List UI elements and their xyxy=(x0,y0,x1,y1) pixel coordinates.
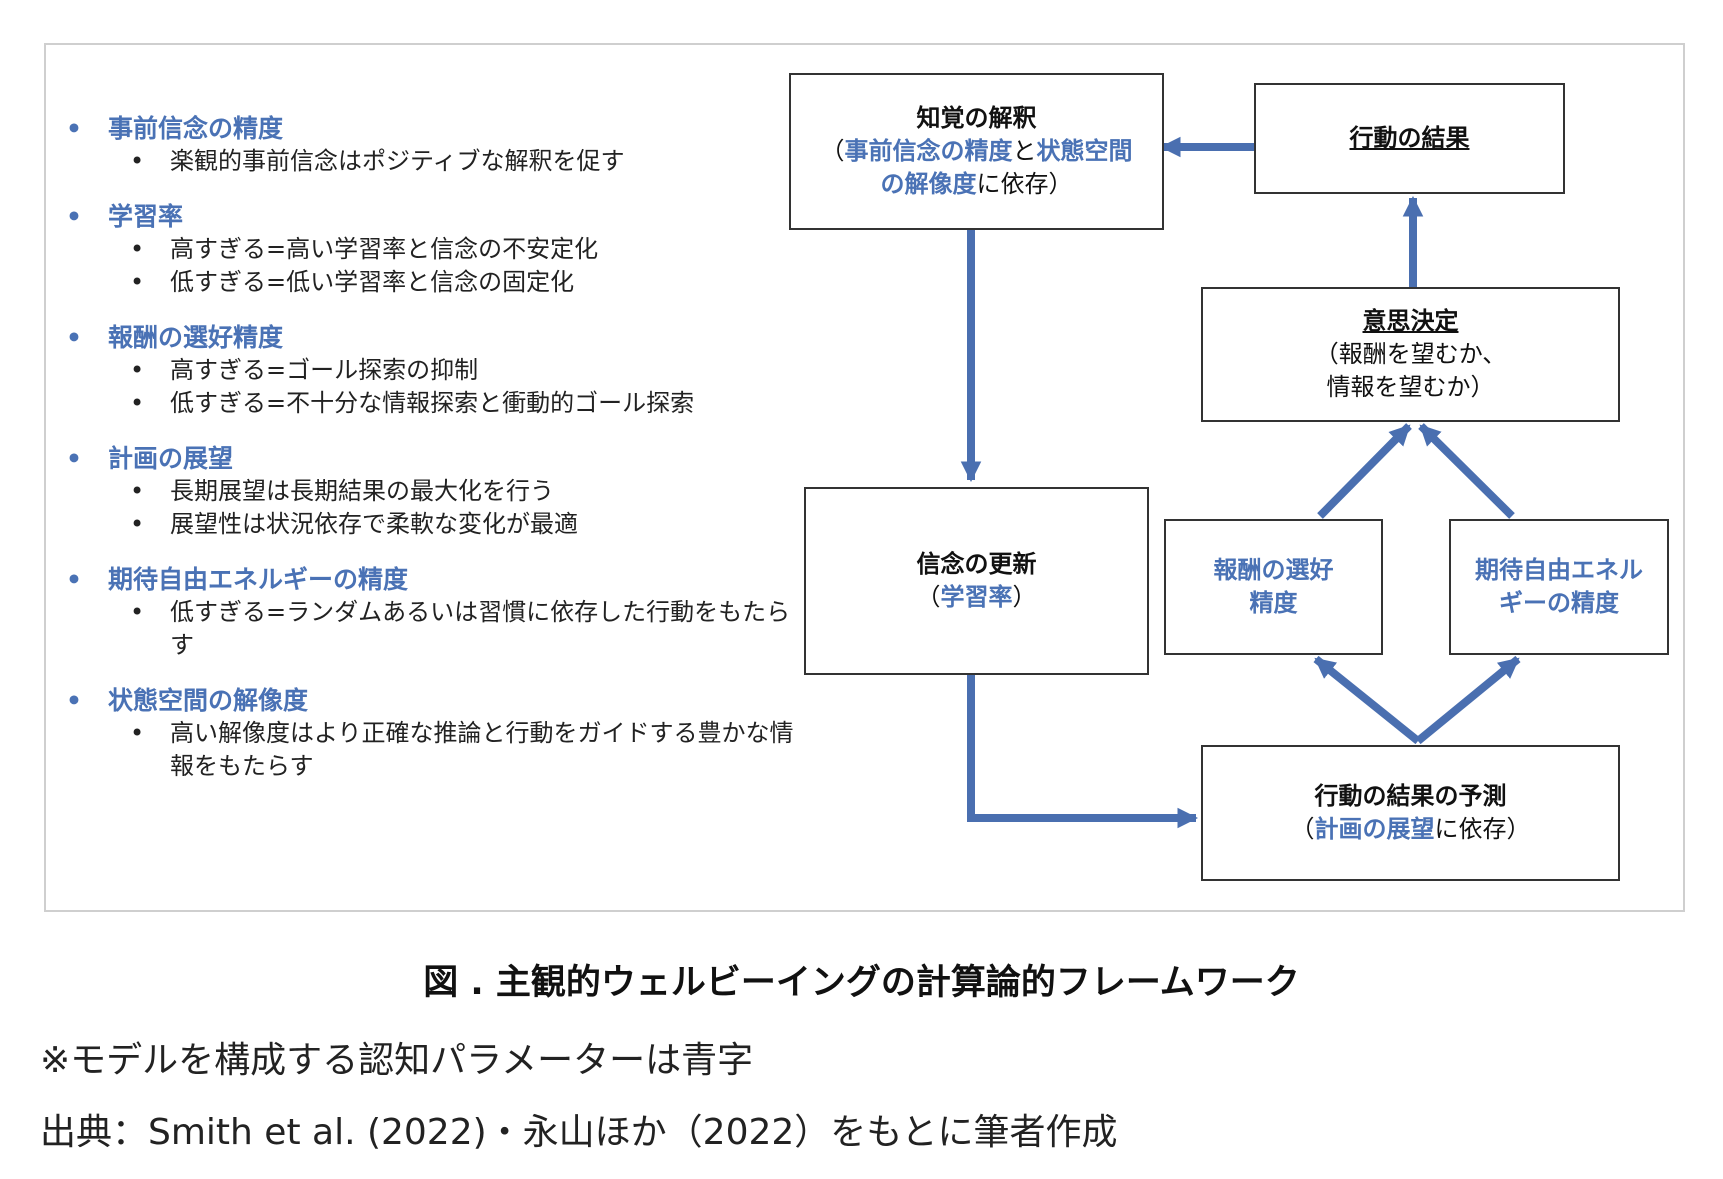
belief-open: （ xyxy=(916,583,941,611)
param-category: 期待自由エネルギーの精度低すぎる=ランダムあるいは習慣に依存した行動をもたらす xyxy=(64,563,804,662)
node-efe-precision: 期待自由エネルギーの精度 xyxy=(1449,519,1669,655)
source-note: 出典：Smith et al. (2022)・永山ほか（2022）をもとに筆者作… xyxy=(40,1112,1118,1153)
color-note: ※モデルを構成する認知パラメーターは青字 xyxy=(40,1040,754,1081)
perception-title: 知覚の解釈 xyxy=(916,104,1037,132)
prediction-title: 行動の結果の予測 xyxy=(1314,782,1507,810)
perception-mid: と xyxy=(1012,137,1037,165)
param-category-title: 計画の展望 xyxy=(64,442,804,475)
param-category-title: 事前信念の精度 xyxy=(64,112,804,145)
param-description: 低すぎる=不十分な情報探索と衝動的ゴール探索 xyxy=(64,387,804,420)
param-category: 計画の展望長期展望は長期結果の最大化を行う展望性は状況依存で柔軟な変化が最適 xyxy=(64,442,804,541)
belief-param: 学習率 xyxy=(940,583,1013,611)
param-description: 長期展望は長期結果の最大化を行う xyxy=(64,475,804,508)
param-category-title: 期待自由エネルギーの精度 xyxy=(64,563,804,596)
decision-line1: （報酬を望むか、 xyxy=(1314,340,1507,368)
param-category: 事前信念の精度楽観的事前信念はポジティブな解釈を促す xyxy=(64,112,804,178)
param-description: 高すぎる=高い学習率と信念の不安定化 xyxy=(64,233,804,266)
node-reward-precision: 報酬の選好精度 xyxy=(1164,519,1383,655)
belief-title: 信念の更新 xyxy=(916,550,1037,578)
perception-open: （ xyxy=(820,137,845,165)
arrow-prediction-to-reward xyxy=(1313,655,1421,745)
efe-precision-label: 期待自由エネルギーの精度 xyxy=(1475,556,1643,617)
param-category-title: 状態空間の解像度 xyxy=(64,684,804,717)
node-belief: 信念の更新 （学習率） xyxy=(804,487,1149,675)
node-decision: 意思決定 （報酬を望むか、 情報を望むか） xyxy=(1201,287,1620,422)
node-prediction: 行動の結果の予測 （計画の展望に依存） xyxy=(1201,745,1620,881)
param-description: 高すぎる=ゴール探索の抑制 xyxy=(64,354,804,387)
arrow-reward-to-decision xyxy=(1317,423,1412,519)
parameter-list: 事前信念の精度楽観的事前信念はポジティブな解釈を促す学習率高すぎる=高い学習率と… xyxy=(64,112,804,805)
prediction-param: 計画の展望 xyxy=(1314,815,1435,843)
figure-caption: 図 . 主観的ウェルビーイングの計算論的フレームワーク xyxy=(423,963,1300,1003)
param-category-title: 報酬の選好精度 xyxy=(64,321,804,354)
param-description: 楽観的事前信念はポジティブな解釈を促す xyxy=(64,145,804,178)
param-description: 高い解像度はより正確な推論と行動をガイドする豊かな情報をもたらす xyxy=(64,717,804,783)
figure-frame xyxy=(44,43,1685,912)
arrow-belief-to-prediction xyxy=(967,675,1199,829)
arrow-prediction-to-efe xyxy=(1415,655,1521,745)
perception-param-prior: 事前信念の精度 xyxy=(844,137,1013,165)
param-description: 展望性は状況依存で柔軟な変化が最適 xyxy=(64,508,804,541)
decision-line2: 情報を望むか） xyxy=(1326,373,1495,401)
outcome-title: 行動の結果 xyxy=(1349,124,1470,152)
param-description: 低すぎる=ランダムあるいは習慣に依存した行動をもたらす xyxy=(64,596,804,662)
decision-title: 意思決定 xyxy=(1362,307,1459,335)
param-category: 報酬の選好精度高すぎる=ゴール探索の抑制低すぎる=不十分な情報探索と衝動的ゴール… xyxy=(64,321,804,420)
node-outcome: 行動の結果 xyxy=(1254,83,1565,194)
perception-close: に依存） xyxy=(976,170,1073,198)
reward-precision-label: 報酬の選好精度 xyxy=(1213,556,1334,617)
param-category-title: 学習率 xyxy=(64,200,804,233)
prediction-open: （ xyxy=(1290,815,1315,843)
belief-close: ） xyxy=(1012,583,1037,611)
param-category: 学習率高すぎる=高い学習率と信念の不安定化低すぎる=低い学習率と信念の固定化 xyxy=(64,200,804,299)
perception-param-state: 状態空間の解像度 xyxy=(880,137,1133,198)
arrow-efe-to-decision xyxy=(1418,423,1515,519)
prediction-close: に依存） xyxy=(1434,815,1531,843)
param-category: 状態空間の解像度高い解像度はより正確な推論と行動をガイドする豊かな情報をもたらす xyxy=(64,684,804,783)
param-description: 低すぎる=低い学習率と信念の固定化 xyxy=(64,266,804,299)
node-perception: 知覚の解釈 （事前信念の精度と状態空間の解像度に依存） xyxy=(789,73,1164,230)
